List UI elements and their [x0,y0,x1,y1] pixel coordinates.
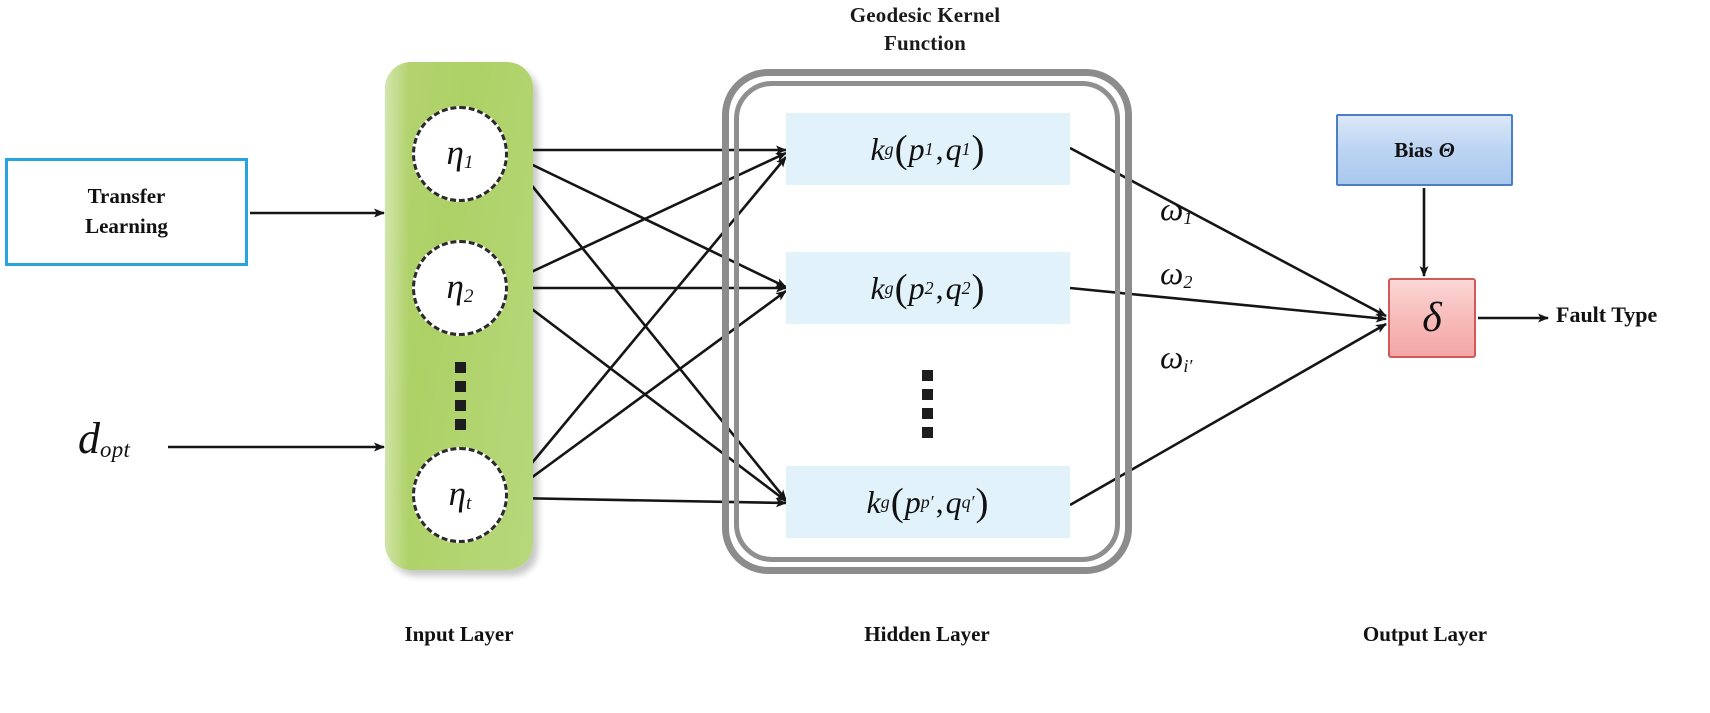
kernel-box-2-arg1-sub: 2 [924,277,934,298]
fault-type-label: Fault Type [1556,302,1658,327]
output-layer-label: Output Layer [1362,622,1488,646]
kernel-box-3-fn: k [866,483,881,520]
weight-label-omega-2-subscript: 2 [1183,271,1193,292]
kernel-box-3-arg2-sub: q′ [961,491,975,512]
ellipsis-dot [455,419,466,430]
arg-comma: , [935,130,944,167]
weight-label-omega-i-symbol: ω [1160,340,1184,376]
bias-label: Bias [1394,137,1433,162]
kernel-box-2-fn: k [870,269,885,306]
input-node-eta-2-subscript: 2 [463,286,474,308]
weight-label-omega-2: ω2 [1160,256,1192,293]
weight-label-omega-1-subscript: 1 [1183,207,1193,228]
kernel-box-1-arg2: q [945,130,962,167]
kernel-box-2-arg2: q [945,269,962,306]
hidden-layer-frame-outer [722,69,1132,574]
kernel-box-3-fn-sub: g [880,491,890,512]
kernel-box-3-arg1: p [904,483,921,520]
ellipsis-dot [922,408,933,419]
kernel-box-2-fn-sub: g [884,277,894,298]
ellipsis-dot [922,427,933,438]
input-node-eta-t-subscript: t [466,493,472,515]
kernel-box-1-fn: k [870,130,885,167]
page-title-line-2: Function [883,30,967,55]
ellipsis-dot [455,381,466,392]
weight-label-omega-1-symbol: ω [1160,192,1184,228]
input-layer-label: Input Layer [404,622,514,646]
kernel-box-1-arg2-sub: 1 [961,138,971,159]
input-node-eta-1[interactable]: η1 [412,106,508,202]
input-layer-ellipsis [455,362,466,430]
close-paren: ) [975,480,989,524]
open-paren: ( [894,127,908,171]
transfer-learning-line-1: Transfer [87,184,166,209]
input-node-eta-t-symbol: η [448,474,466,514]
close-paren: ) [971,127,985,171]
hidden-layer-frame-inner [734,81,1120,562]
kernel-box-2-arg1: p [908,269,925,306]
input-node-eta-2[interactable]: η2 [412,240,508,336]
theta-symbol: Θ [1438,137,1455,162]
arg-comma: , [935,483,944,520]
transfer-learning-box: Transfer Learning [5,158,248,266]
ellipsis-dot [455,362,466,373]
hidden-layer-label: Hidden Layer [864,622,990,646]
slab-highlight [385,62,409,570]
ellipsis-dot [455,400,466,411]
kernel-box-1-fn-sub: g [884,138,894,159]
d-opt-label: dopt [78,413,130,464]
d-opt-subscript: opt [100,437,131,463]
ellipsis-dot [922,389,933,400]
open-paren: ( [894,266,908,310]
output-node-delta[interactable]: δ [1388,278,1476,358]
ellipsis-dot [922,370,933,381]
output-node-delta-symbol: δ [1422,295,1442,341]
kernel-box-1-arg1: p [908,130,925,167]
weight-label-omega-1: ω1 [1160,192,1192,229]
input-node-eta-1-subscript: 1 [463,152,474,174]
open-paren: ( [890,480,904,524]
weight-label-omega-i: ωi′ [1160,340,1192,377]
kernel-box-3-arg1-sub: p′ [920,491,934,512]
transfer-learning-line-2: Learning [85,214,168,238]
kernel-box-1-arg1-sub: 1 [924,138,934,159]
page-title: Geodesic Kernel Function [775,2,1075,57]
arg-comma: , [935,269,944,306]
page-title-line-1: Geodesic Kernel [849,3,1001,27]
input-node-eta-1-symbol: η [446,133,464,173]
weight-label-omega-i-subscript: i′ [1183,355,1193,376]
hidden-layer-ellipsis [922,370,933,438]
close-paren: ) [971,266,985,310]
weight-label-omega-2-symbol: ω [1160,256,1184,292]
input-node-eta-2-symbol: η [446,267,464,307]
kernel-box-2-arg2-sub: 2 [961,277,971,298]
d-opt-symbol: d [78,414,100,463]
input-node-eta-t[interactable]: ηt [412,447,508,543]
kernel-box-3-arg2: q [945,483,962,520]
